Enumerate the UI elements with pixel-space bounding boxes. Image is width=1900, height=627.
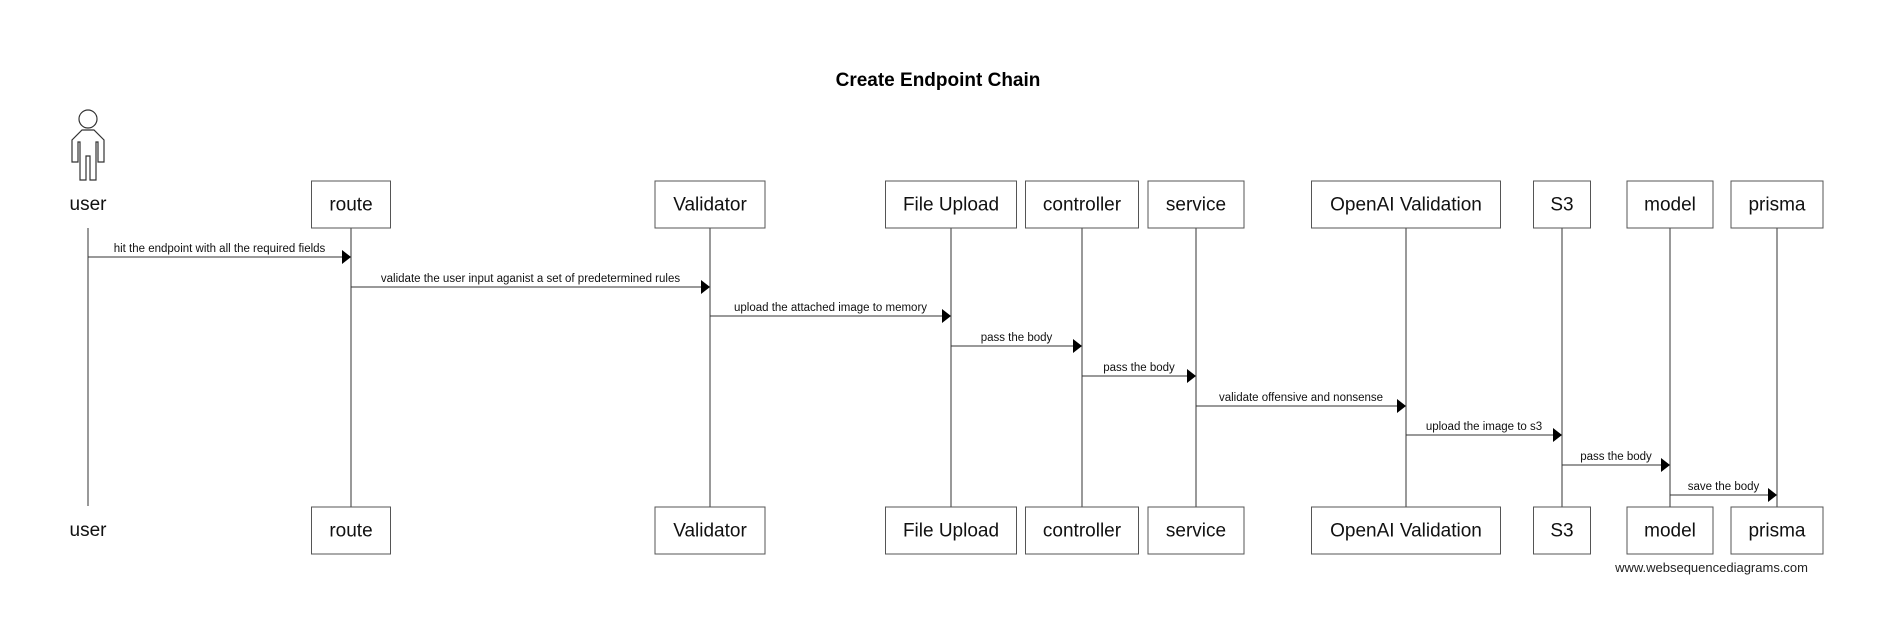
participant-label-validator: Validator [673, 195, 747, 216]
participants-top: user route Validator File Upload controller s… [70, 109, 1824, 229]
participant-box [1626, 506, 1714, 555]
participant-label-s3: S3 [1550, 521, 1573, 542]
participant-validator-bottom: Validator [654, 506, 766, 555]
participant-controller-bottom: controller [1025, 506, 1139, 555]
participant-label-s3: S3 [1550, 195, 1573, 216]
actor-icon [71, 109, 105, 181]
message-5: pass the body [1082, 362, 1196, 383]
arrowhead-icon [1397, 399, 1406, 413]
actor-label-user: user [70, 194, 108, 215]
message-label: pass the body [1103, 362, 1175, 374]
arrowhead-icon [1661, 458, 1670, 472]
message-label: validate offensive and nonsense [1219, 392, 1383, 404]
participant-label-file-upload: File Upload [903, 521, 999, 542]
participant-box [1025, 180, 1139, 229]
participant-box [311, 180, 391, 229]
message-label: pass the body [1580, 451, 1652, 463]
participant-label-route: route [329, 195, 372, 216]
participant-box [1730, 180, 1824, 229]
participant-label-validator: Validator [673, 521, 747, 542]
participant-box [1730, 506, 1824, 555]
lifelines [87, 228, 1778, 507]
participant-file-upload-top: File Upload [885, 180, 1017, 229]
participant-s3-top: S3 [1533, 180, 1591, 229]
message-label: upload the image to s3 [1426, 421, 1542, 433]
participant-box [654, 180, 766, 229]
participant-label-model: model [1644, 195, 1696, 216]
participant-label-controller: controller [1043, 521, 1122, 542]
arrowhead-icon [342, 250, 351, 264]
participant-service-bottom: service [1147, 506, 1245, 555]
message-8: pass the body [1562, 451, 1670, 472]
participant-box [1626, 180, 1714, 229]
participant-label-service: service [1166, 195, 1226, 216]
participant-user-top: user [70, 109, 108, 215]
participant-box [885, 180, 1017, 229]
message-label: pass the body [981, 332, 1053, 344]
participant-box [1533, 180, 1591, 229]
participant-openai-validation-bottom: OpenAI Validation [1311, 506, 1501, 555]
participant-prisma-top: prisma [1730, 180, 1824, 229]
participant-box [1311, 506, 1501, 555]
arrowhead-icon [1553, 428, 1562, 442]
participant-label-openai-validation: OpenAI Validation [1330, 195, 1482, 216]
participant-label-file-upload: File Upload [903, 195, 999, 216]
participant-label-prisma: prisma [1748, 521, 1805, 542]
participant-route-bottom: route [311, 506, 391, 555]
participant-file-upload-bottom: File Upload [885, 506, 1017, 555]
participant-label-route: route [329, 521, 372, 542]
participant-model-bottom: model [1626, 506, 1714, 555]
arrowhead-icon [1768, 488, 1777, 502]
message-6: validate offensive and nonsense [1196, 392, 1406, 413]
participant-controller-top: controller [1025, 180, 1139, 229]
participant-model-top: model [1626, 180, 1714, 229]
message-label: upload the attached image to memory [734, 302, 927, 314]
participant-box [654, 506, 766, 555]
message-label: hit the endpoint with all the required f… [114, 243, 326, 255]
participant-s3-bottom: S3 [1533, 506, 1591, 555]
participant-route-top: route [311, 180, 391, 229]
arrowhead-icon [942, 309, 951, 323]
message-9: save the body [1670, 481, 1777, 502]
participant-label-prisma: prisma [1748, 195, 1805, 216]
participant-label-model: model [1644, 521, 1696, 542]
message-7: upload the image to s3 [1406, 421, 1562, 442]
message-label: validate the user input aganist a set of… [381, 273, 680, 285]
participants-bottom: user route Validator File Upload controller s… [70, 506, 1824, 555]
participant-box [1533, 506, 1591, 555]
participant-openai-validation-top: OpenAI Validation [1311, 180, 1501, 229]
message-1: hit the endpoint with all the required f… [88, 243, 351, 264]
messages: hit the endpoint with all the required f… [88, 243, 1777, 502]
message-4: pass the body [951, 332, 1082, 353]
participant-box [1025, 506, 1139, 555]
arrowhead-icon [1073, 339, 1082, 353]
participant-service-top: service [1147, 180, 1245, 229]
participant-box [1147, 180, 1245, 229]
participant-validator-top: Validator [654, 180, 766, 229]
participant-box [1311, 180, 1501, 229]
message-label: save the body [1688, 481, 1760, 493]
arrowhead-icon [1187, 369, 1196, 383]
actor-label-user: user [70, 520, 108, 541]
participant-box [885, 506, 1017, 555]
arrowhead-icon [701, 280, 710, 294]
participant-user-bottom: user [70, 520, 108, 541]
participant-prisma-bottom: prisma [1730, 506, 1824, 555]
diagram-title: Create Endpoint Chain [836, 70, 1041, 91]
participant-box [311, 506, 391, 555]
participant-label-controller: controller [1043, 195, 1122, 216]
participant-box [1147, 506, 1245, 555]
footer-credit: www.websequencediagrams.com [1614, 560, 1808, 575]
message-3: upload the attached image to memory [710, 302, 951, 323]
participant-label-openai-validation: OpenAI Validation [1330, 521, 1482, 542]
message-2: validate the user input aganist a set of… [351, 273, 710, 294]
participant-label-service: service [1166, 521, 1226, 542]
